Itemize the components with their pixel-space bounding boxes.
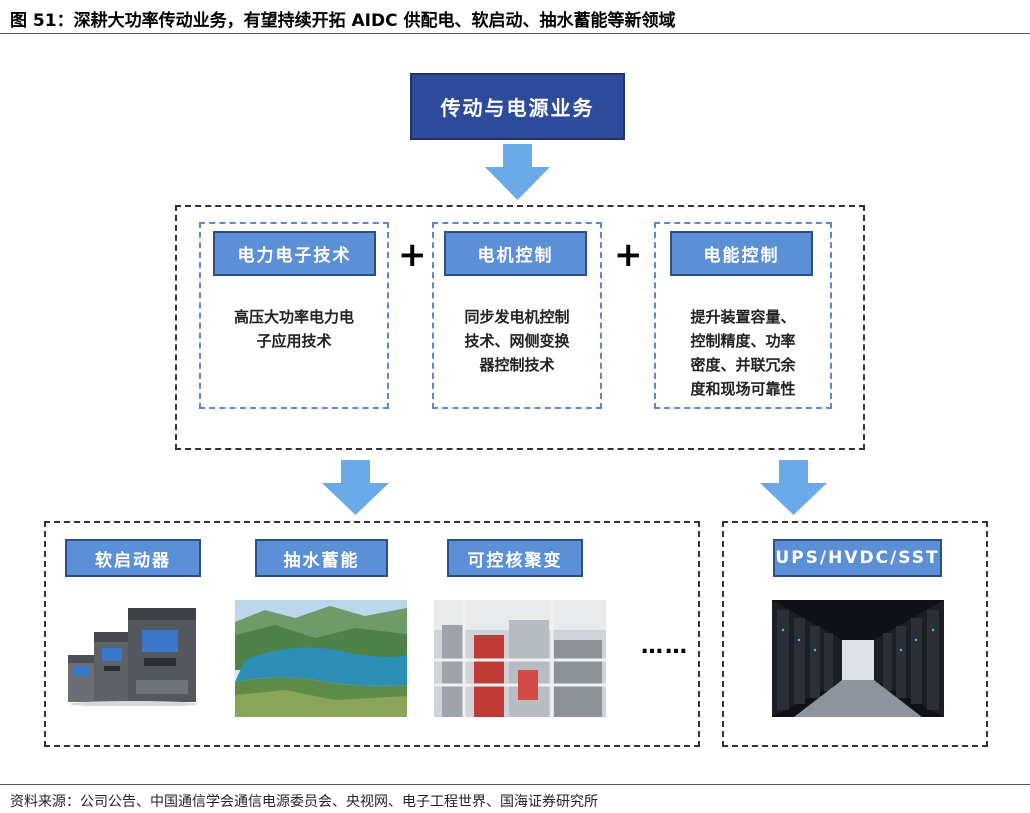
source-rule [0,784,1030,785]
app-header-datacenter: UPS/HVDC/SST [773,539,942,577]
soft-starter-unit-large [128,608,196,702]
desc-line: 提升装置容量、 [690,308,796,326]
datacenter-group [722,521,988,747]
business-box: 传动与电源业务 [410,73,625,140]
pumped-storage-image [235,600,407,717]
fusion-facility-image [434,600,606,717]
plus-sign: + [398,235,427,275]
tech-panel-power-electronics [199,222,389,409]
soft-starter-image [66,600,201,706]
arrow-down-right [760,460,827,515]
desc-line: 技术、网侧变换 [464,332,570,350]
app-header-fusion: 可控核聚变 [447,539,583,577]
tech-desc-power-electronics: 高压大功率电力电 子应用技术 [205,305,383,353]
figure-title: 图 51：深耕大功率传动业务，有望持续开拓 AIDC 供配电、软启动、抽水蓄能等… [10,11,676,31]
technology-group [175,205,865,450]
desc-line: 高压大功率电力电 [233,308,354,326]
source-note: 资料来源：公司公告、中国通信学会通信电源委员会、央视网、电子工程世界、国海证券研… [10,794,598,810]
title-rule [0,33,1030,34]
app-header-soft-starter: 软启动器 [65,539,201,577]
soft-starter-unit-small [68,655,98,702]
desc-line: 同步发电机控制 [464,308,570,326]
desc-line: 度和现场可靠性 [690,380,796,398]
tech-header-motor-control: 电机控制 [444,231,587,276]
plus-sign: + [614,235,643,275]
tech-desc-power-quality: 提升装置容量、 控制精度、功率 密度、并联冗余 度和现场可靠性 [660,305,826,401]
more-applications-indicator: …… [641,634,689,659]
app-header-pumped-storage: 抽水蓄能 [255,539,388,577]
arrow-down-left [322,460,389,515]
desc-line: 密度、并联冗余 [690,356,796,374]
arrow-down-top [485,144,550,200]
tech-header-power-quality: 电能控制 [670,231,813,276]
soft-starter-unit-medium [94,632,132,702]
tech-panel-motor-control [432,222,602,409]
tech-panel-power-quality [654,222,832,409]
datacenter-image [772,600,944,717]
desc-line: 器控制技术 [479,356,555,374]
desc-line: 控制精度、功率 [690,332,796,350]
desc-line: 子应用技术 [256,332,332,350]
tech-desc-motor-control: 同步发电机控制 技术、网侧变换 器控制技术 [438,305,596,377]
tech-header-power-electronics: 电力电子技术 [213,231,376,276]
applications-group [44,521,700,747]
